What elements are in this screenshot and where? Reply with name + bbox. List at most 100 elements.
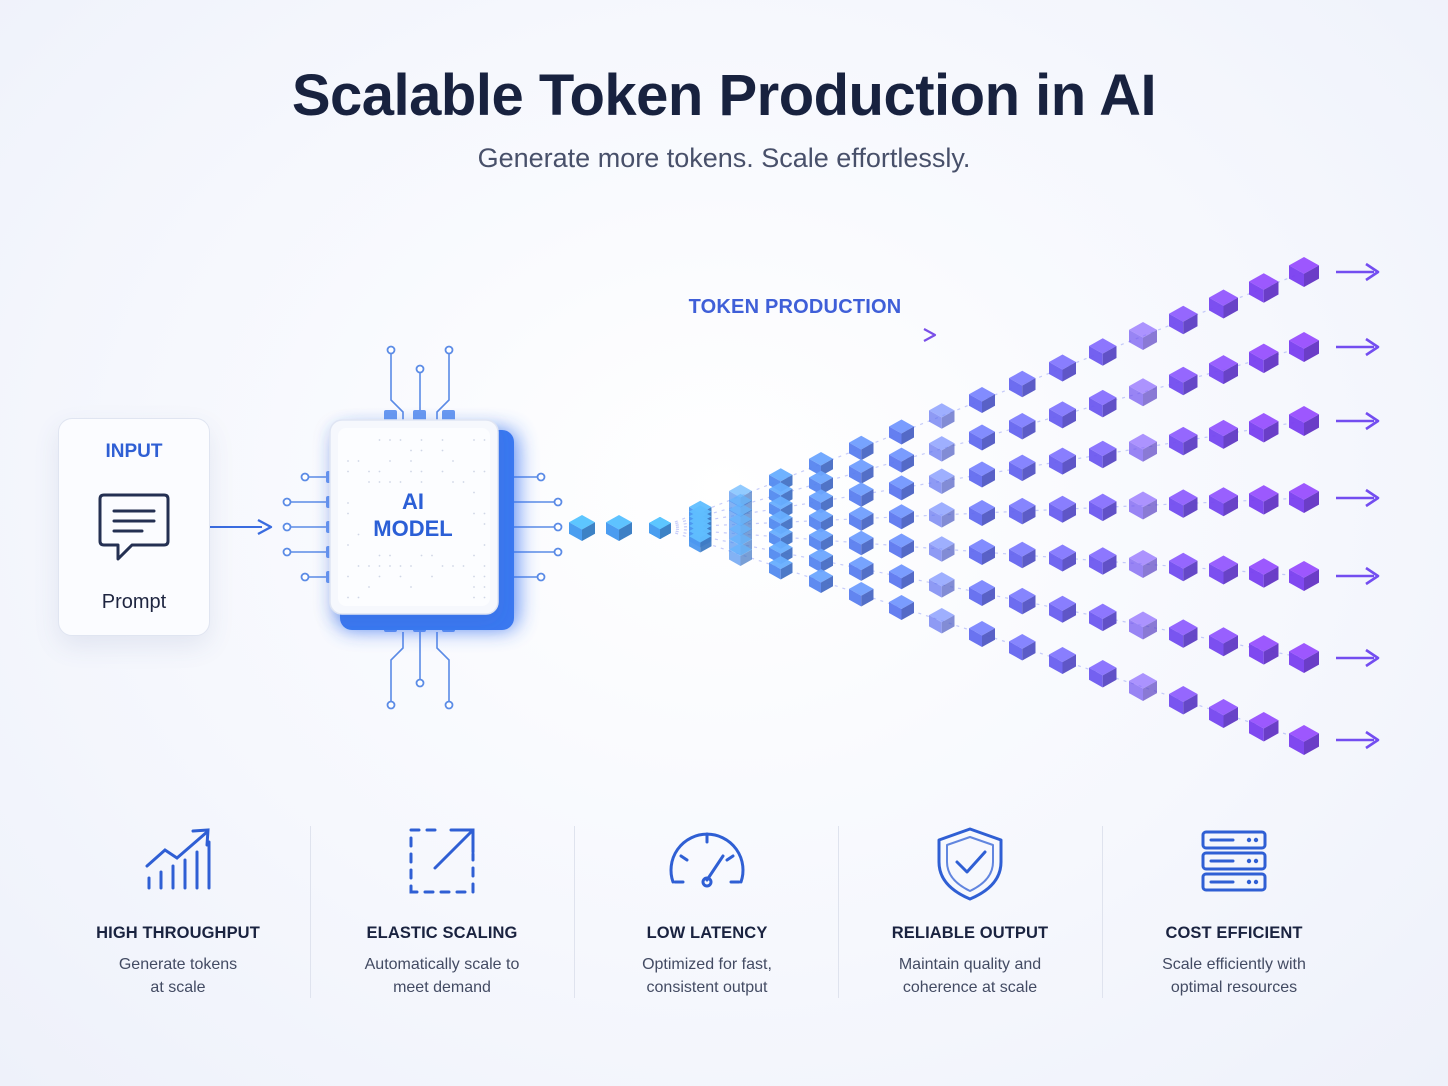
token-cube — [929, 436, 955, 462]
feature-desc-line: Scale efficiently with — [1122, 953, 1346, 976]
input-label: INPUT — [59, 441, 209, 463]
token-cube — [569, 515, 595, 541]
token-cube — [849, 482, 874, 507]
chip-dot — [410, 471, 412, 473]
chat-bubble-icon — [98, 491, 170, 565]
token-cube — [1209, 420, 1238, 449]
stream-arrow — [1336, 490, 1378, 506]
stream-arrow — [1336, 650, 1378, 666]
token-cube — [929, 502, 955, 528]
feature-desc-line: meet demand — [330, 976, 554, 999]
token-cube — [1089, 660, 1117, 688]
feature-title: COST EFFICIENT — [1102, 924, 1366, 943]
expand-arrow-icon — [407, 826, 477, 896]
chip-dot — [421, 471, 423, 473]
token-cube — [1049, 545, 1076, 572]
feature-desc-line: Optimized for fast, — [595, 953, 819, 976]
stream-arrow — [1336, 413, 1378, 429]
chip-dot — [421, 555, 423, 557]
chip-dot — [389, 481, 391, 483]
chip-dot — [368, 471, 370, 473]
token-cube — [1049, 355, 1076, 382]
token-cube — [1009, 588, 1036, 615]
feature-desc-line: consistent output — [595, 976, 819, 999]
chip-dot — [379, 555, 381, 557]
token-cube — [1129, 378, 1157, 406]
model-label-line1: AI — [337, 488, 489, 515]
chip-dot — [389, 555, 391, 557]
chip-dot — [442, 565, 444, 567]
token-cube — [969, 387, 995, 413]
chip-dot — [410, 565, 412, 567]
token-cube — [849, 436, 874, 461]
token-cube — [889, 504, 914, 529]
token-cube — [1049, 596, 1076, 623]
token-cube — [1249, 712, 1279, 742]
token-cube — [1289, 643, 1319, 673]
feature-desc-line: optimal resources — [1122, 976, 1346, 999]
chip-dot — [400, 576, 402, 578]
chip-dot — [389, 439, 391, 441]
token-cube — [1249, 558, 1279, 588]
token-cube — [1089, 390, 1117, 418]
token-cube — [809, 528, 833, 552]
chip-dot — [421, 450, 423, 452]
feature-desc-line: at scale — [66, 976, 290, 999]
token-cube — [889, 564, 914, 589]
token-cube — [969, 580, 995, 606]
stream-arrow — [1336, 264, 1378, 280]
feature-title: HIGH THROUGHPUT — [46, 924, 310, 943]
chip-dot — [463, 565, 465, 567]
chip-dot — [431, 555, 433, 557]
token-cube — [969, 425, 995, 451]
token-cube — [1009, 455, 1036, 482]
token-cube — [1289, 332, 1319, 362]
chip-dot — [358, 565, 360, 567]
feature-high-throughput: HIGH THROUGHPUT Generate tokensat scale — [46, 820, 310, 1010]
token-cube — [1169, 553, 1198, 582]
token-cube — [1169, 306, 1198, 335]
chip-dot — [379, 471, 381, 473]
token-cube — [969, 539, 995, 565]
token-cube — [929, 608, 955, 634]
model-label: AI MODEL — [337, 488, 489, 542]
token-cube — [809, 569, 833, 593]
token-cube — [929, 572, 955, 598]
token-cube — [1289, 483, 1319, 513]
token-cube — [606, 515, 632, 541]
token-cube — [1049, 448, 1076, 475]
stream-arrow — [1336, 339, 1378, 355]
chip-dot — [431, 576, 433, 578]
token-cube — [1129, 612, 1157, 640]
token-cube — [1289, 561, 1319, 591]
chip-dot — [452, 460, 454, 462]
token-cube — [1009, 542, 1036, 569]
token-cube — [1289, 406, 1319, 436]
feature-desc-line: coherence at scale — [858, 976, 1082, 999]
feature-title: LOW LATENCY — [575, 924, 839, 943]
chip-dot — [368, 481, 370, 483]
chip-dot — [379, 565, 381, 567]
chip-dot — [368, 586, 370, 588]
token-cube — [1249, 344, 1279, 374]
token-cube — [849, 556, 874, 581]
chip-dot — [421, 439, 423, 441]
chip-dot — [473, 586, 475, 588]
chip-dot — [379, 481, 381, 483]
token-cube — [1129, 492, 1157, 520]
chip-dot — [442, 450, 444, 452]
chip-dot — [473, 555, 475, 557]
feature-cost-efficient: COST EFFICIENT Scale efficiently withopt… — [1102, 820, 1366, 1010]
feature-title: ELASTIC SCALING — [310, 924, 574, 943]
chip-dot — [473, 471, 475, 473]
bar-chart-trend-icon — [143, 826, 213, 896]
token-cube — [1209, 290, 1238, 319]
token-cube — [1289, 257, 1319, 287]
chip-dot — [379, 576, 381, 578]
token-cube — [1129, 434, 1157, 462]
chip-dot — [400, 481, 402, 483]
stream-arrow — [1336, 732, 1378, 748]
chip-dot — [484, 565, 486, 567]
chip-dot — [484, 586, 486, 588]
token-cube — [1009, 634, 1036, 661]
